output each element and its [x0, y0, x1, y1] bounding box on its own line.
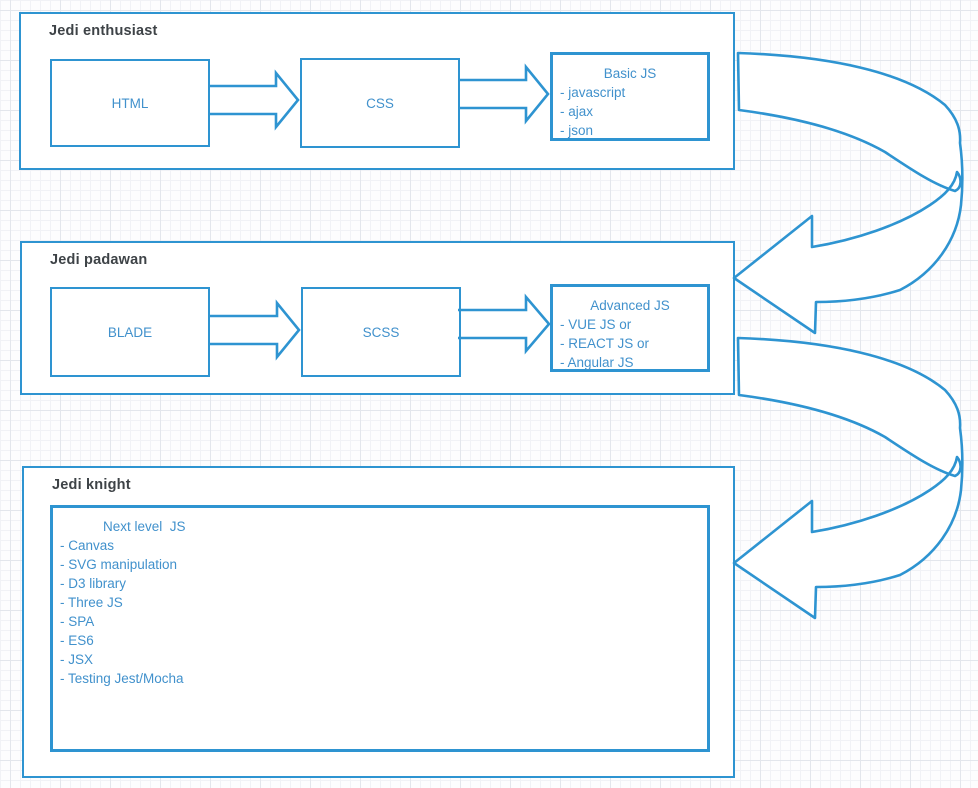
list-item: - ES6 — [60, 633, 94, 648]
list-item: - ajax — [560, 104, 594, 119]
group-title: Jedi enthusiast — [49, 23, 158, 39]
loop-arrow-padawan-to-knight[interactable] — [732, 336, 964, 620]
list-item: - Three JS — [60, 595, 123, 610]
group-jedi-enthusiast[interactable]: Jedi enthusiast HTML CSS Basic JS - java… — [19, 12, 735, 170]
list-item: - JSX — [60, 652, 94, 667]
node-title: Next level JS — [103, 519, 186, 534]
group-jedi-padawan[interactable]: Jedi padawan BLADE SCSS Advanced JS - VU… — [20, 241, 735, 395]
node-blade[interactable]: BLADE — [50, 287, 210, 377]
node-html[interactable]: HTML — [50, 59, 210, 147]
node-scss[interactable]: SCSS — [301, 287, 461, 377]
list-item: - javascript — [560, 85, 626, 100]
list-item: - Angular JS — [560, 355, 634, 370]
node-css[interactable]: CSS — [300, 58, 460, 148]
node-label: SCSS — [362, 324, 400, 340]
list-item: - SVG manipulation — [60, 557, 178, 572]
node-advanced-js[interactable]: Advanced JS - VUE JS or - REACT JS or - … — [550, 284, 710, 372]
node-label: CSS — [366, 95, 394, 111]
node-label: BLADE — [107, 324, 153, 340]
loop-arrow-enthusiast-to-padawan[interactable] — [732, 51, 964, 335]
list-item: - Testing Jest/Mocha — [60, 671, 184, 686]
group-jedi-knight[interactable]: Jedi knight Next level JS - Canvas - SVG… — [22, 466, 735, 778]
list-item: - VUE JS or — [560, 317, 632, 332]
list-item: - SPA — [60, 614, 95, 629]
list-item: - REACT JS or — [560, 336, 650, 351]
node-title: Advanced JS — [590, 298, 670, 313]
list-item: - D3 library — [60, 576, 127, 591]
list-item: - json — [560, 123, 594, 138]
node-label: HTML — [111, 95, 149, 111]
node-title: Basic JS — [603, 66, 657, 81]
list-item: - Canvas — [60, 538, 115, 553]
group-title: Jedi padawan — [50, 252, 148, 268]
group-title: Jedi knight — [52, 477, 131, 493]
node-next-level-js[interactable]: Next level JS - Canvas - SVG manipulatio… — [50, 505, 710, 752]
node-basic-js[interactable]: Basic JS - javascript - ajax - json — [550, 52, 710, 141]
